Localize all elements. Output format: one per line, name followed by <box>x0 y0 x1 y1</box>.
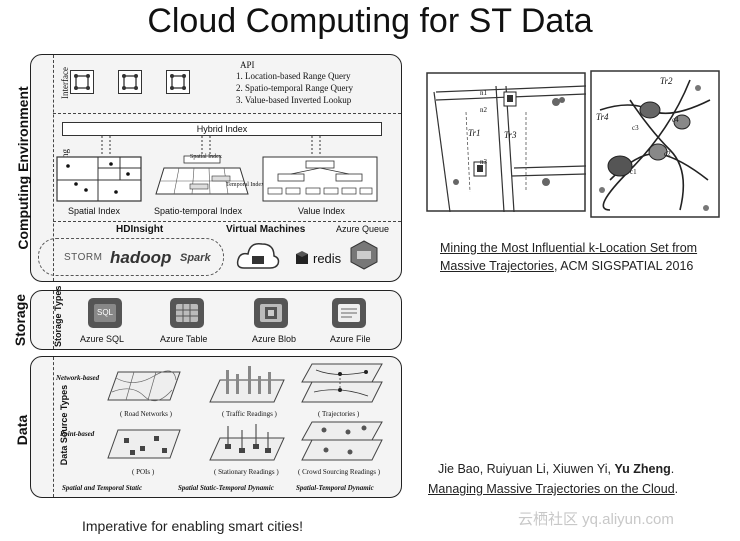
azure-table-icon <box>170 298 204 328</box>
network-icon <box>118 70 142 94</box>
pois-map <box>107 429 181 459</box>
point-based-label: Point-based <box>60 430 95 438</box>
watermark: 云栖社区 yq.aliyun.com <box>518 511 674 528</box>
column-label: Spatial-Temporal Dynamic <box>296 484 374 492</box>
paper1-venue: , ACM SIGSPATIAL 2016 <box>553 259 694 273</box>
stationary-readings-label: ( Stationary Readings ) <box>214 468 279 476</box>
value-index-tree <box>262 156 378 202</box>
st-inner-label: Spatial Index <box>190 154 222 160</box>
vm-label: Virtual Machines <box>226 224 306 235</box>
street-map-figure <box>426 72 586 212</box>
map-label: c4 <box>672 116 679 124</box>
paper1-title-line1[interactable]: Mining the Most Influential k-Location S… <box>440 241 698 255</box>
road-networks-map <box>107 370 181 402</box>
trajectories-label: ( Trajectories ) <box>318 410 360 418</box>
value-index-label: Value Index <box>298 206 345 216</box>
api-item: 3. Value-based Inverted Lookup <box>236 95 352 105</box>
api-item: 2. Spatio-temporal Range Query <box>236 83 353 93</box>
sql-icon-text: SQL <box>94 304 116 322</box>
index-arrows <box>101 136 321 156</box>
hadoop-logo: hadoop <box>110 248 172 267</box>
network-based-label: Network-based <box>56 374 100 382</box>
column-label: Spatial Static-Temporal Dynamic <box>178 484 274 492</box>
azure-sql-label: Azure SQL <box>80 334 125 344</box>
map-label: Tr1 <box>468 128 481 138</box>
api-item: 1. Location-based Range Query <box>236 71 351 81</box>
network-icon <box>70 70 94 94</box>
map-label: n3 <box>480 158 487 166</box>
st-index-diagram <box>155 155 249 195</box>
hybrid-index-box: Hybrid Index <box>62 122 382 136</box>
paper2-end: . <box>674 482 679 496</box>
azure-queue-icon <box>350 240 378 270</box>
traffic-readings-map <box>209 366 285 403</box>
azure-file-icon <box>332 298 366 328</box>
stationary-readings-map <box>209 424 285 461</box>
hdinsight-cloud <box>38 238 224 276</box>
footer-slogan: Imperative for enabling smart cities! <box>82 518 303 534</box>
redis-icon <box>296 251 308 264</box>
crowd-sourcing-label: ( Crowd Sourcing Readings ) <box>298 468 381 476</box>
divider <box>53 113 401 114</box>
author-highlight: Yu Zheng <box>614 462 671 476</box>
authors-line: Jie Bao, Ruiyuan Li, Xiuwen Yi, Yu Zheng… <box>438 462 674 476</box>
storm-logo: STORM <box>64 252 103 263</box>
authors: Jie Bao, Ruiyuan Li, Xiuwen Yi, <box>438 462 612 476</box>
divider <box>53 55 54 281</box>
spark-logo: Spark <box>180 252 211 264</box>
azure-queue-label: Azure Queue <box>336 224 390 234</box>
column-label: Spatial and Temporal Static <box>62 484 143 492</box>
traffic-readings-label: ( Traffic Readings ) <box>222 410 277 418</box>
azure-file-label: Azure File <box>330 334 371 344</box>
storage-label: Storage <box>12 293 28 347</box>
st-index-label: Spatio-temporal Index <box>154 206 243 216</box>
cluster-graph-figure <box>590 70 720 218</box>
map-label: n2 <box>480 106 487 114</box>
hdinsight-label: HDInsight <box>116 224 164 235</box>
spatial-index-label: Spatial Index <box>68 206 121 216</box>
st-inner-label: Temporal Index <box>226 182 265 188</box>
crowd-sourcing-map <box>301 421 383 461</box>
map-label: Tr2 <box>660 76 673 86</box>
spatial-index-grid <box>56 156 142 202</box>
computing-environment-label: Computing Environment <box>15 86 31 250</box>
paper2-line: Managing Massive Trajectories on the Clo… <box>428 482 678 496</box>
interface-label: Interface <box>60 67 70 99</box>
pois-label: ( POIs ) <box>132 468 155 476</box>
azure-table-label: Azure Table <box>160 334 208 344</box>
cloud-icon <box>236 242 280 269</box>
authors-end: . <box>670 462 675 476</box>
storage-types-label: Storage Types <box>53 285 63 347</box>
azure-blob-icon <box>254 298 288 328</box>
map-label: Tr3 <box>504 130 517 140</box>
map-label: c3 <box>632 124 639 132</box>
data-label: Data <box>14 414 30 446</box>
divider <box>53 291 54 349</box>
trajectories-map <box>301 363 383 403</box>
divider <box>53 357 54 497</box>
map-label: c1 <box>630 168 637 176</box>
map-label: Tr4 <box>596 112 609 122</box>
page-title: Cloud Computing for ST Data <box>147 2 593 40</box>
redis-logo: redis <box>313 251 342 266</box>
api-title: API <box>240 60 255 70</box>
paper1-link[interactable]: Massive Trajectories <box>440 259 554 273</box>
map-label: c2 <box>664 150 671 158</box>
map-label: n1 <box>480 89 487 97</box>
azure-sql-icon: SQL <box>88 298 122 328</box>
road-networks-label: ( Road Networks ) <box>120 410 172 418</box>
paper2-link[interactable]: Managing Massive Trajectories on the Clo… <box>428 482 675 496</box>
network-icon <box>166 70 190 94</box>
divider <box>53 221 401 222</box>
paper1-title-line2: Massive Trajectories, ACM SIGSPATIAL 201… <box>440 259 693 273</box>
azure-blob-label: Azure Blob <box>252 334 297 344</box>
hybrid-index-label: Hybrid Index <box>196 124 248 134</box>
